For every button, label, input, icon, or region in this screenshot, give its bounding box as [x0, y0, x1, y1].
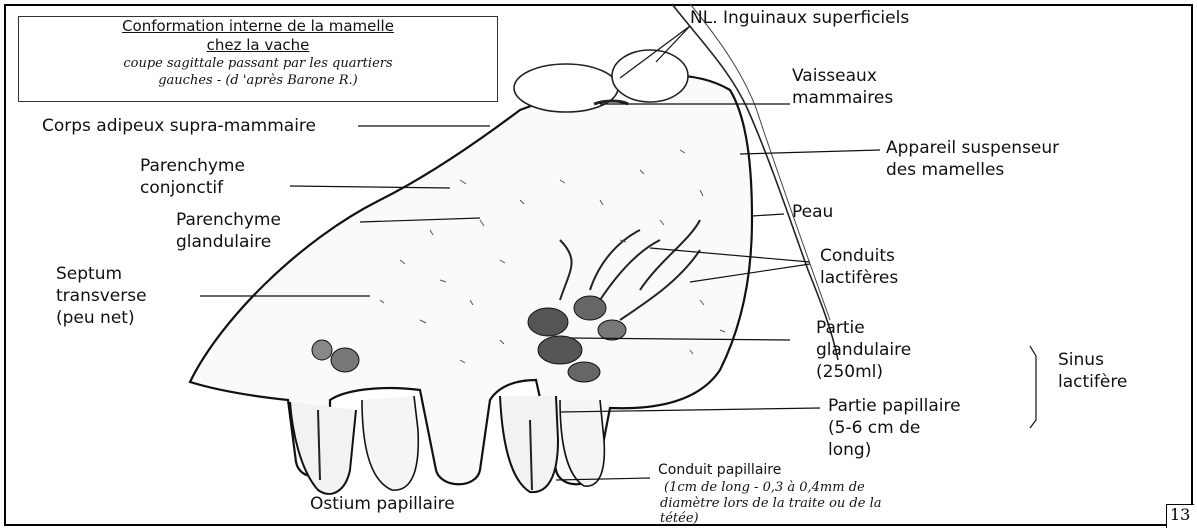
label-sinus-1: Sinus: [1058, 350, 1104, 371]
label-conduit-papillaire-3: diamètre lors de la traite ou de la: [660, 496, 882, 512]
label-septum-3: (peu net): [56, 308, 135, 329]
label-conduit-papillaire-2: (1cm de long - 0,3 à 0,4mm de: [664, 480, 865, 496]
title-box: Conformation interne de la mamelle chez …: [18, 16, 498, 102]
teat-front: [500, 396, 558, 492]
label-conduit-papillaire-1: Conduit papillaire: [658, 462, 781, 479]
label-partie-papillaire-2: (5-6 cm de: [828, 418, 920, 439]
label-parenchyme-conjonctif-2: conjonctif: [140, 178, 223, 199]
label-corps-adipeux: Corps adipeux supra-mammaire: [42, 116, 316, 137]
label-appareil-2: des mamelles: [886, 160, 1004, 181]
title-line-1: Conformation interne de la mamelle: [19, 17, 497, 36]
label-vaisseaux-2: mammaires: [792, 88, 893, 109]
label-vaisseaux-1: Vaisseaux: [792, 66, 877, 87]
page-number: 13: [1166, 504, 1194, 528]
label-partie-glandulaire-1: Partie: [816, 318, 865, 339]
label-septum-1: Septum: [56, 264, 122, 285]
label-conduits-2: lactifères: [820, 268, 898, 289]
label-conduit-papillaire-4: tétée): [660, 511, 699, 527]
label-sinus-2: lactifère: [1058, 372, 1127, 393]
label-peau: Peau: [792, 202, 833, 223]
label-partie-papillaire-1: Partie papillaire: [828, 396, 961, 417]
title-line-2: chez la vache: [19, 36, 497, 55]
label-partie-papillaire-3: long): [828, 440, 871, 461]
label-parenchyme-conjonctif-1: Parenchyme: [140, 156, 245, 177]
label-nl-inguinaux: NL. Inguinaux superficiels: [690, 8, 909, 29]
label-ostium-papillaire: Ostium papillaire: [310, 494, 455, 515]
title-subtitle-1: coupe sagittale passant par les quartier…: [19, 55, 497, 72]
label-parenchyme-glandulaire-1: Parenchyme: [176, 210, 281, 231]
label-appareil-1: Appareil suspenseur: [886, 138, 1059, 159]
label-septum-2: transverse: [56, 286, 147, 307]
title-subtitle-2: gauches - (d 'après Barone R.): [19, 72, 497, 89]
label-conduits-1: Conduits: [820, 246, 895, 267]
label-parenchyme-glandulaire-2: glandulaire: [176, 232, 271, 253]
label-partie-glandulaire-3: (250ml): [816, 362, 883, 383]
label-partie-glandulaire-2: glandulaire: [816, 340, 911, 361]
teat-left: [290, 402, 356, 494]
teat-back-1: [362, 396, 418, 490]
lymph-node-1: [514, 64, 618, 112]
